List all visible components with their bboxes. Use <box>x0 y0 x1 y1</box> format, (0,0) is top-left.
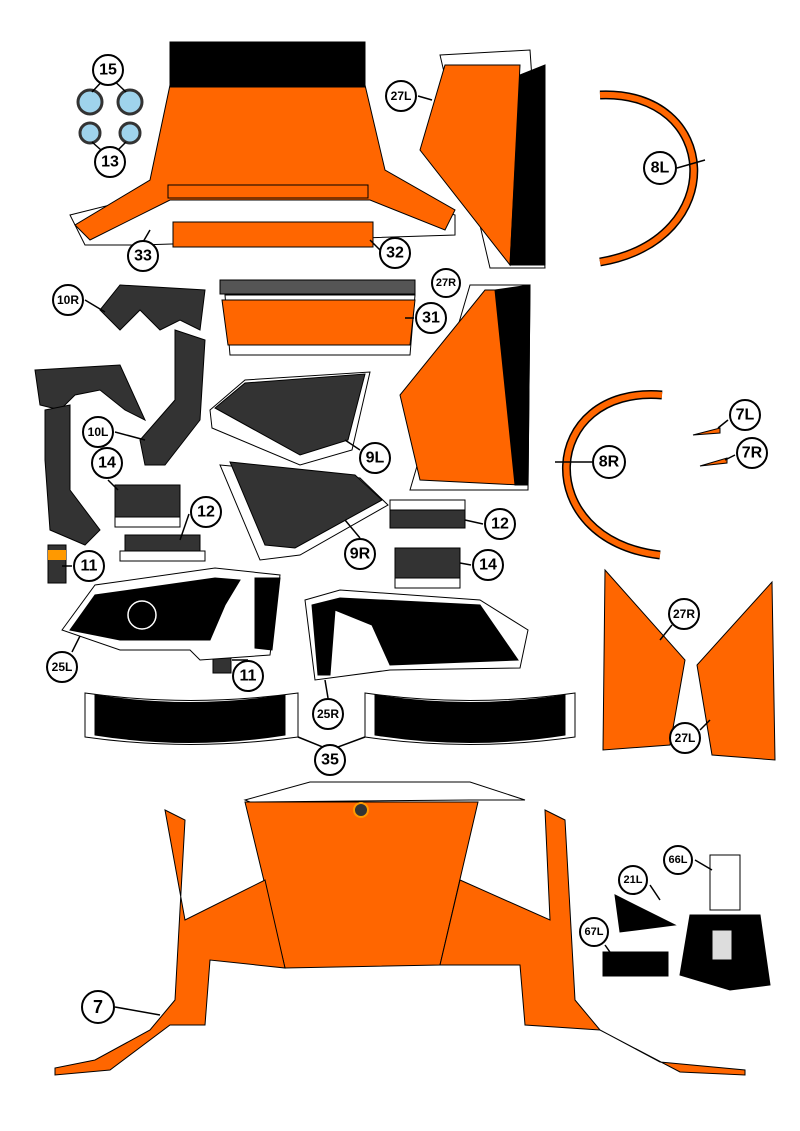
label-15: 15 <box>92 54 124 86</box>
label-21L: 21L <box>618 865 648 895</box>
part-15-13-lights <box>76 74 144 159</box>
part-27R-top <box>399 284 531 491</box>
label-31: 31 <box>415 302 447 334</box>
svg-text:10L: 10L <box>88 425 109 439</box>
label-14-left: 14 <box>91 447 123 479</box>
label-27L-top: 27L <box>385 80 417 112</box>
svg-text:31: 31 <box>422 310 440 327</box>
svg-text:27L: 27L <box>675 731 696 745</box>
part-10R <box>99 284 206 466</box>
part-32-strip <box>172 221 374 248</box>
svg-text:25L: 25L <box>52 660 73 674</box>
label-7: 7 <box>81 990 115 1024</box>
svg-text:67L: 67L <box>585 926 604 938</box>
part-9L <box>209 371 371 466</box>
part-25R <box>304 589 529 681</box>
svg-text:11: 11 <box>240 668 257 685</box>
part-12-left <box>119 534 206 562</box>
svg-text:11: 11 <box>81 558 98 575</box>
label-7R: 7R <box>736 437 768 469</box>
label-27L-bottom: 27L <box>669 722 701 754</box>
label-10L: 10L <box>82 416 114 448</box>
part-21L <box>614 894 677 933</box>
label-66L: 66L <box>663 845 693 875</box>
label-27R-bottom: 27R <box>668 598 700 630</box>
svg-text:8L: 8L <box>651 160 670 177</box>
label-25L: 25L <box>46 651 78 683</box>
label-8L: 8L <box>643 151 677 185</box>
label-27R-top: 27R <box>431 268 461 298</box>
part-27L-bottom <box>696 580 776 761</box>
label-33: 33 <box>127 240 159 272</box>
svg-text:33: 33 <box>134 248 152 265</box>
leader-lines <box>62 95 736 1016</box>
svg-text:9L: 9L <box>366 450 385 467</box>
part-67L <box>602 951 669 977</box>
label-25R: 25R <box>312 698 344 730</box>
label-12-right: 12 <box>484 508 516 540</box>
label-11-mid: 11 <box>232 660 264 692</box>
part-12-right <box>389 499 466 529</box>
svg-text:27L: 27L <box>391 89 412 103</box>
part-33-hood <box>69 41 456 246</box>
label-11-left: 11 <box>73 550 105 582</box>
part-27R-bottom <box>602 568 686 751</box>
label-8R: 8R <box>592 445 626 479</box>
part-7R <box>699 457 728 467</box>
part-7-front <box>54 781 746 1076</box>
svg-text:10R: 10R <box>57 293 79 307</box>
part-11-left <box>47 544 67 584</box>
part-14-left <box>114 484 181 528</box>
part-31 <box>219 279 416 356</box>
svg-text:21L: 21L <box>624 874 643 886</box>
label-7L: 7L <box>729 399 761 431</box>
svg-text:14: 14 <box>479 557 497 574</box>
part-27L-top <box>419 49 546 269</box>
svg-text:15: 15 <box>99 62 117 79</box>
svg-text:66L: 66L <box>669 854 688 866</box>
svg-text:13: 13 <box>101 154 119 171</box>
label-13: 13 <box>94 146 126 178</box>
label-9L: 9L <box>359 442 391 474</box>
label-9R: 9R <box>344 538 376 570</box>
svg-text:27R: 27R <box>673 607 695 621</box>
svg-text:8R: 8R <box>599 454 620 471</box>
label-10R: 10R <box>52 284 84 316</box>
svg-text:9R: 9R <box>350 546 371 563</box>
part-25L <box>61 567 281 661</box>
svg-text:12: 12 <box>197 504 215 521</box>
part-9R <box>219 461 389 561</box>
label-12-left: 12 <box>190 496 222 528</box>
svg-text:32: 32 <box>386 245 404 262</box>
label-14-right: 14 <box>472 549 504 581</box>
svg-text:25R: 25R <box>317 707 339 721</box>
part-35 <box>84 692 576 751</box>
part-10L <box>34 364 147 546</box>
svg-text:27R: 27R <box>436 277 456 289</box>
part-14-right <box>394 547 461 589</box>
part-66L <box>679 854 771 991</box>
label-67L: 67L <box>579 917 609 947</box>
svg-text:7R: 7R <box>742 445 763 462</box>
svg-text:7: 7 <box>93 997 103 1017</box>
label-32: 32 <box>379 237 411 269</box>
label-35: 35 <box>314 744 346 776</box>
svg-text:12: 12 <box>491 516 509 533</box>
svg-text:7L: 7L <box>736 407 755 424</box>
part-7L <box>692 427 721 436</box>
svg-text:14: 14 <box>98 455 116 472</box>
svg-text:35: 35 <box>321 752 339 769</box>
